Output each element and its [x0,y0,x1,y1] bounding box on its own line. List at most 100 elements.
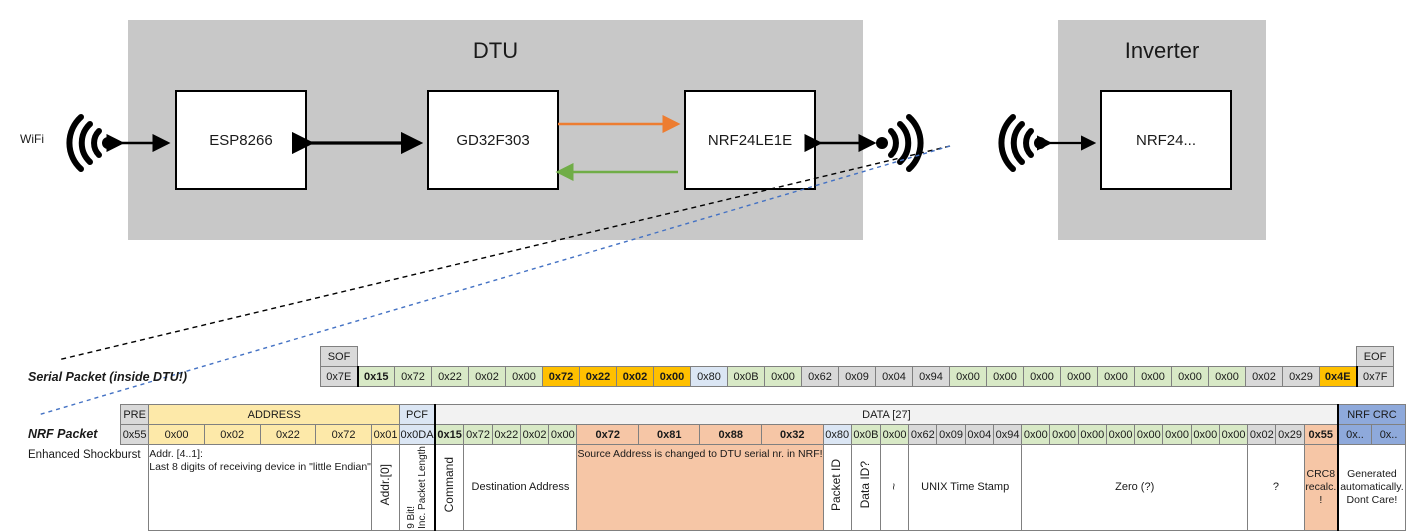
nrf-byte-19: 0x00 [1105,424,1136,445]
serial-byte-5: 0x72 [542,366,580,387]
serial-byte-1: 0x72 [394,366,432,387]
serial-header-row: SOF EOF [320,346,1394,367]
serial-sof-header: SOF [320,346,358,367]
nrf-byte-18: 0x00 [1077,424,1107,445]
serial-byte-25: 0x29 [1282,366,1320,387]
nrf-byte-5: 0x72 [576,424,639,445]
nrf-desc-tilde: ~ [879,444,910,531]
nrf-desc-packet-id: Packet ID [822,444,852,531]
nrf-address-byte-0: 0x00 [148,424,205,445]
serial-byte-21: 0x00 [1134,366,1172,387]
serial-byte-6: 0x22 [579,366,617,387]
nrf-byte-26: 0x55 [1303,424,1339,445]
serial-eof-header: EOF [1356,346,1394,367]
nrf-address-header: ADDRESS [148,404,401,425]
nrf-pcf-header: PCF [399,404,436,425]
nrf-packet-sub-label: Enhanced Shockburst [28,449,141,461]
nrf-pre-header: PRE [119,404,150,425]
nrf-byte-11: 0x00 [879,424,910,445]
nrf-desc-command: Command [433,444,465,531]
nrf-byte-23: 0x00 [1218,424,1249,445]
inverter-title: Inverter [1124,38,1200,63]
nrf-packet-row-label: NRF Packet [28,427,98,441]
nrf-byte-13: 0x09 [936,424,966,445]
chip-gd32f303-label: GD32F303 [456,131,530,149]
serial-byte-12: 0x62 [801,366,839,387]
nrf-byte-8: 0x32 [761,424,824,445]
nrf-address-byte-1: 0x02 [203,424,261,445]
nrf-byte-12: 0x62 [908,424,938,445]
nrf-crc-header: NRF CRC [1337,404,1406,425]
serial-byte-3: 0x02 [468,366,506,387]
serial-sof-value: 0x7E [320,366,358,387]
serial-byte-10: 0x0B [727,366,765,387]
nrf-desc-zero: Zero (?) [1021,444,1249,531]
nrf-byte-21: 0x00 [1162,424,1192,445]
nrf-desc-question: ? [1247,444,1305,531]
serial-byte-16: 0x00 [949,366,987,387]
chip-esp8266-label: ESP8266 [209,131,273,149]
chip-nrf24le1e-label: NRF24LE1E [707,131,793,149]
nrf-byte-7: 0x88 [699,424,762,445]
nrf-byte-3: 0x02 [519,424,550,445]
nrf-desc-address: Addr. [4..1]:Last 8 digits of receiving … [148,444,372,531]
serial-byte-4: 0x00 [505,366,543,387]
chip-nrf24[interactable]: NRF24... [1100,90,1232,190]
serial-byte-7: 0x02 [616,366,654,387]
nrf-byte-1: 0x72 [463,424,493,445]
nrf-desc-data-id: Data ID? [850,444,881,531]
serial-header-gap [358,347,1357,367]
nrf-desc-addr0: Addr.[0] [370,444,401,531]
nrf-desc-crc8: CRC8 recalc. ! [1303,444,1339,531]
serial-byte-26: 0x4E [1319,366,1358,387]
nrf-byte-16: 0x00 [1021,424,1051,445]
nrf-desc-source: Source Address is changed to DTU serial … [576,444,824,531]
nrf-desc-pre-spacer [121,445,149,531]
serial-byte-17: 0x00 [986,366,1024,387]
nrf-description-row: Addr. [4..1]:Last 8 digits of receiving … [121,444,1406,531]
serial-byte-18: 0x00 [1023,366,1061,387]
nrf-byte-17: 0x00 [1049,424,1079,445]
wifi-label: WiFi [20,132,44,146]
nrf-byte-24: 0x02 [1247,424,1277,445]
nrf-byte-25: 0x29 [1275,424,1305,445]
nrf-address-byte-4: 0x01 [370,424,401,445]
nrf-address-byte-2: 0x22 [259,424,317,445]
serial-byte-8: 0x00 [653,366,691,387]
nrf-crc-byte-1: 0x.. [1371,424,1406,445]
serial-byte-20: 0x00 [1097,366,1135,387]
nrf-byte-9: 0x80 [822,424,852,445]
serial-byte-22: 0x00 [1171,366,1209,387]
nrf-pre-value: 0x55 [119,424,150,445]
serial-byte-19: 0x00 [1060,366,1098,387]
nrf-byte-0: 0x15 [433,424,465,445]
chip-nrf24-label: NRF24... [1135,131,1196,149]
nrf-byte-14: 0x04 [964,424,994,445]
nrf-desc-crc-note: Generated automatically. Dont Care! [1337,444,1406,531]
nrf-data-header: DATA [27] [433,404,1339,425]
nrf-byte-20: 0x00 [1134,424,1164,445]
nrf-byte-22: 0x00 [1190,424,1220,445]
serial-byte-23: 0x00 [1208,366,1246,387]
serial-byte-2: 0x22 [431,366,469,387]
dtu-title: DTU [472,38,519,63]
nrf-pcf-value: 0x0DA [399,424,436,445]
nrf-byte-15: 0x94 [992,424,1023,445]
nrf-byte-10: 0x0B [850,424,881,445]
serial-eof-value: 0x7F [1356,366,1394,387]
nrf-address-byte-3: 0x72 [315,424,372,445]
serial-packet-row-label: Serial Packet (inside DTU!) [28,370,188,384]
serial-byte-15: 0x94 [912,366,950,387]
nrf-byte-2: 0x22 [491,424,521,445]
serial-byte-0: 0x15 [356,366,395,387]
nrf-desc-destination: Destination Address [463,444,578,531]
nrf-byte-6: 0x81 [637,424,701,445]
nrf-byte-4: 0x00 [548,424,578,445]
nrf-crc-byte-0: 0x.. [1337,424,1373,445]
